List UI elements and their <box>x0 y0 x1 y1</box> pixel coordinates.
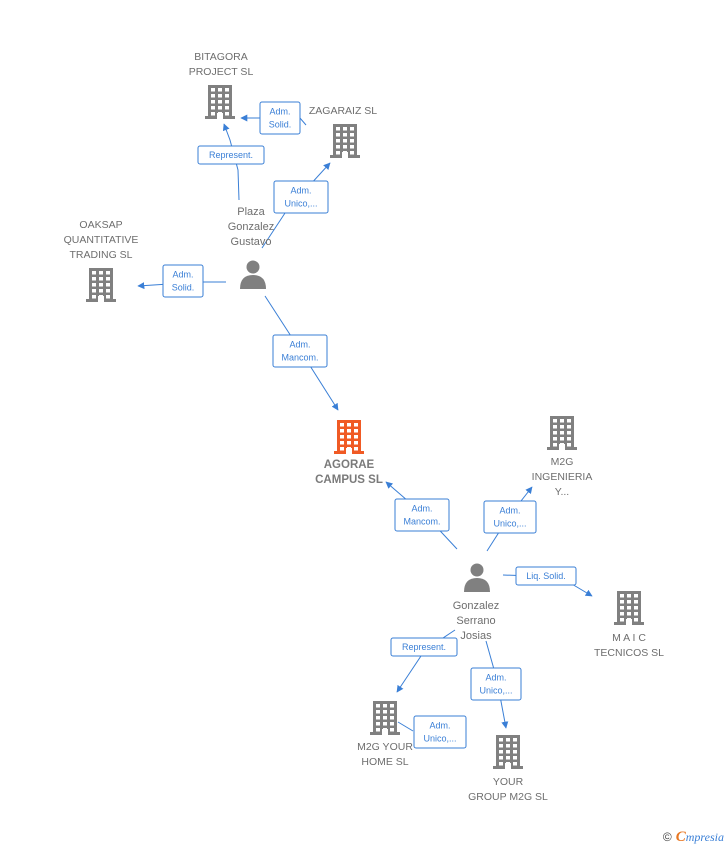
edge-label-box[interactable] <box>413 715 467 749</box>
node-label-line: M A I C <box>612 632 646 644</box>
edge-label-text: Adm. <box>411 504 432 514</box>
edge-e11[interactable]: Adm. Unico,... <box>397 715 467 749</box>
edge-label-box[interactable] <box>394 498 450 532</box>
node-agorae[interactable]: AGORAE CAMPUS SL <box>315 420 383 486</box>
person-icon <box>240 260 266 289</box>
edge-label-text: Solid. <box>269 120 292 130</box>
node-label-line: OAKSAP <box>79 219 122 231</box>
edge-e7[interactable]: Adm. Unico,... <box>483 486 537 552</box>
node-label-line: M2G <box>551 456 574 468</box>
copyright-symbol: © <box>662 830 672 844</box>
edge-label-text: Unico,... <box>423 734 456 744</box>
node-label-line: Plaza <box>237 206 265 218</box>
node-label-line: PROJECT SL <box>189 66 254 78</box>
edge-label-text: Adm. <box>485 673 506 683</box>
edge-label-text: Adm. <box>499 506 520 516</box>
edge-label-box[interactable] <box>272 334 328 368</box>
node-label-line: Y... <box>555 486 569 498</box>
edge-label-box[interactable] <box>259 101 301 135</box>
edge-e8[interactable]: Liq. Solid. <box>502 566 593 597</box>
node-label-line: AGORAE <box>324 459 375 471</box>
node-label-line: TRADING SL <box>69 249 132 261</box>
person-icon <box>464 563 490 592</box>
node-label-line: Josias <box>460 630 492 642</box>
edge-label-text: Adm. <box>269 107 290 117</box>
node-maic[interactable]: M A I C TECNICOS SL <box>594 591 664 659</box>
building-icon <box>330 124 360 158</box>
edge-e10[interactable]: Adm. Unico,... <box>470 640 522 729</box>
building-icon <box>334 420 364 454</box>
edge-label-text: Adm. <box>290 186 311 196</box>
building-icon <box>547 416 577 450</box>
edge-label-box[interactable] <box>470 667 522 701</box>
edge-label-box[interactable] <box>515 566 577 586</box>
node-bitagora[interactable]: BITAGORA PROJECT SL <box>189 51 254 119</box>
node-label-line: Gustavo <box>231 236 272 248</box>
node-label-line: INGENIERIA <box>532 471 593 483</box>
brand-initial: C <box>675 829 686 845</box>
edge-e9[interactable]: Represent. <box>390 629 458 693</box>
building-icon <box>86 268 116 302</box>
node-label-line: ZAGARAIZ SL <box>309 105 377 117</box>
edge-label-text: Represent. <box>209 150 253 160</box>
edge-label-text: Liq. Solid. <box>526 571 566 581</box>
edges-layer: Represent. Adm. Solid. Adm. Unico,... Adm. Sol… <box>137 101 593 749</box>
node-label-line: Gonzalez <box>453 600 499 612</box>
node-label-line: GROUP M2G SL <box>468 791 548 803</box>
edge-line <box>397 721 414 732</box>
brand-name: mpresia <box>685 830 724 844</box>
edge-e3[interactable]: Adm. Unico,... <box>261 162 331 249</box>
edge-label-text: Adm. <box>172 270 193 280</box>
edge-e4[interactable]: Adm. Solid. <box>137 264 226 298</box>
node-label-line: CAMPUS SL <box>315 474 383 486</box>
edge-label-text: Unico,... <box>284 199 317 209</box>
edge-e1[interactable]: Represent. <box>197 123 265 201</box>
edge-label-text: Represent. <box>402 642 446 652</box>
edge-label-text: Mancom. <box>403 517 440 527</box>
edge-label-text: Unico,... <box>479 686 512 696</box>
node-label-line: TECNICOS SL <box>594 647 664 659</box>
edge-label-box[interactable] <box>197 145 265 165</box>
edge-e2[interactable]: Adm. Solid. <box>240 101 307 135</box>
building-icon <box>205 85 235 119</box>
edge-label-text: Mancom. <box>281 353 318 363</box>
node-m2g-home[interactable]: M2G YOUR HOME SL <box>357 701 413 768</box>
node-label-line: HOME SL <box>361 756 408 768</box>
building-icon <box>614 591 644 625</box>
building-icon <box>370 701 400 735</box>
edge-label-box[interactable] <box>273 180 329 214</box>
node-label-line: QUANTITATIVE <box>64 234 139 246</box>
node-label-line: M2G YOUR <box>357 741 413 753</box>
edge-label-box[interactable] <box>483 500 537 534</box>
node-label-line: YOUR <box>493 776 524 788</box>
node-label-line: BITAGORA <box>194 51 247 63</box>
edge-e5[interactable]: Adm. Mancom. <box>264 295 339 411</box>
node-label-line: Serrano <box>456 615 495 627</box>
node-your-group[interactable]: YOUR GROUP M2G SL <box>468 735 548 803</box>
footer-brand: ©Cmpresia <box>663 829 724 846</box>
edge-label-text: Adm. <box>429 721 450 731</box>
edge-label-text: Solid. <box>172 283 195 293</box>
edge-label-box[interactable] <box>390 637 458 657</box>
edge-label-box[interactable] <box>162 264 204 298</box>
node-label-line: Gonzalez <box>228 221 274 233</box>
building-icon <box>493 735 523 769</box>
edge-label-text: Adm. <box>289 340 310 350</box>
nodes-layer: BITAGORA PROJECT SL ZAGARAIZ SL OAKSAP QUANT… <box>64 51 665 803</box>
node-oaksap[interactable]: OAKSAP QUANTITATIVE TRADING SL <box>64 219 139 302</box>
edge-label-text: Unico,... <box>493 519 526 529</box>
edge-e6[interactable]: Adm. Mancom. <box>385 481 458 550</box>
node-m2g-ing[interactable]: M2G INGENIERIA Y... <box>532 416 593 498</box>
node-zagaraiz[interactable]: ZAGARAIZ SL <box>309 105 377 158</box>
